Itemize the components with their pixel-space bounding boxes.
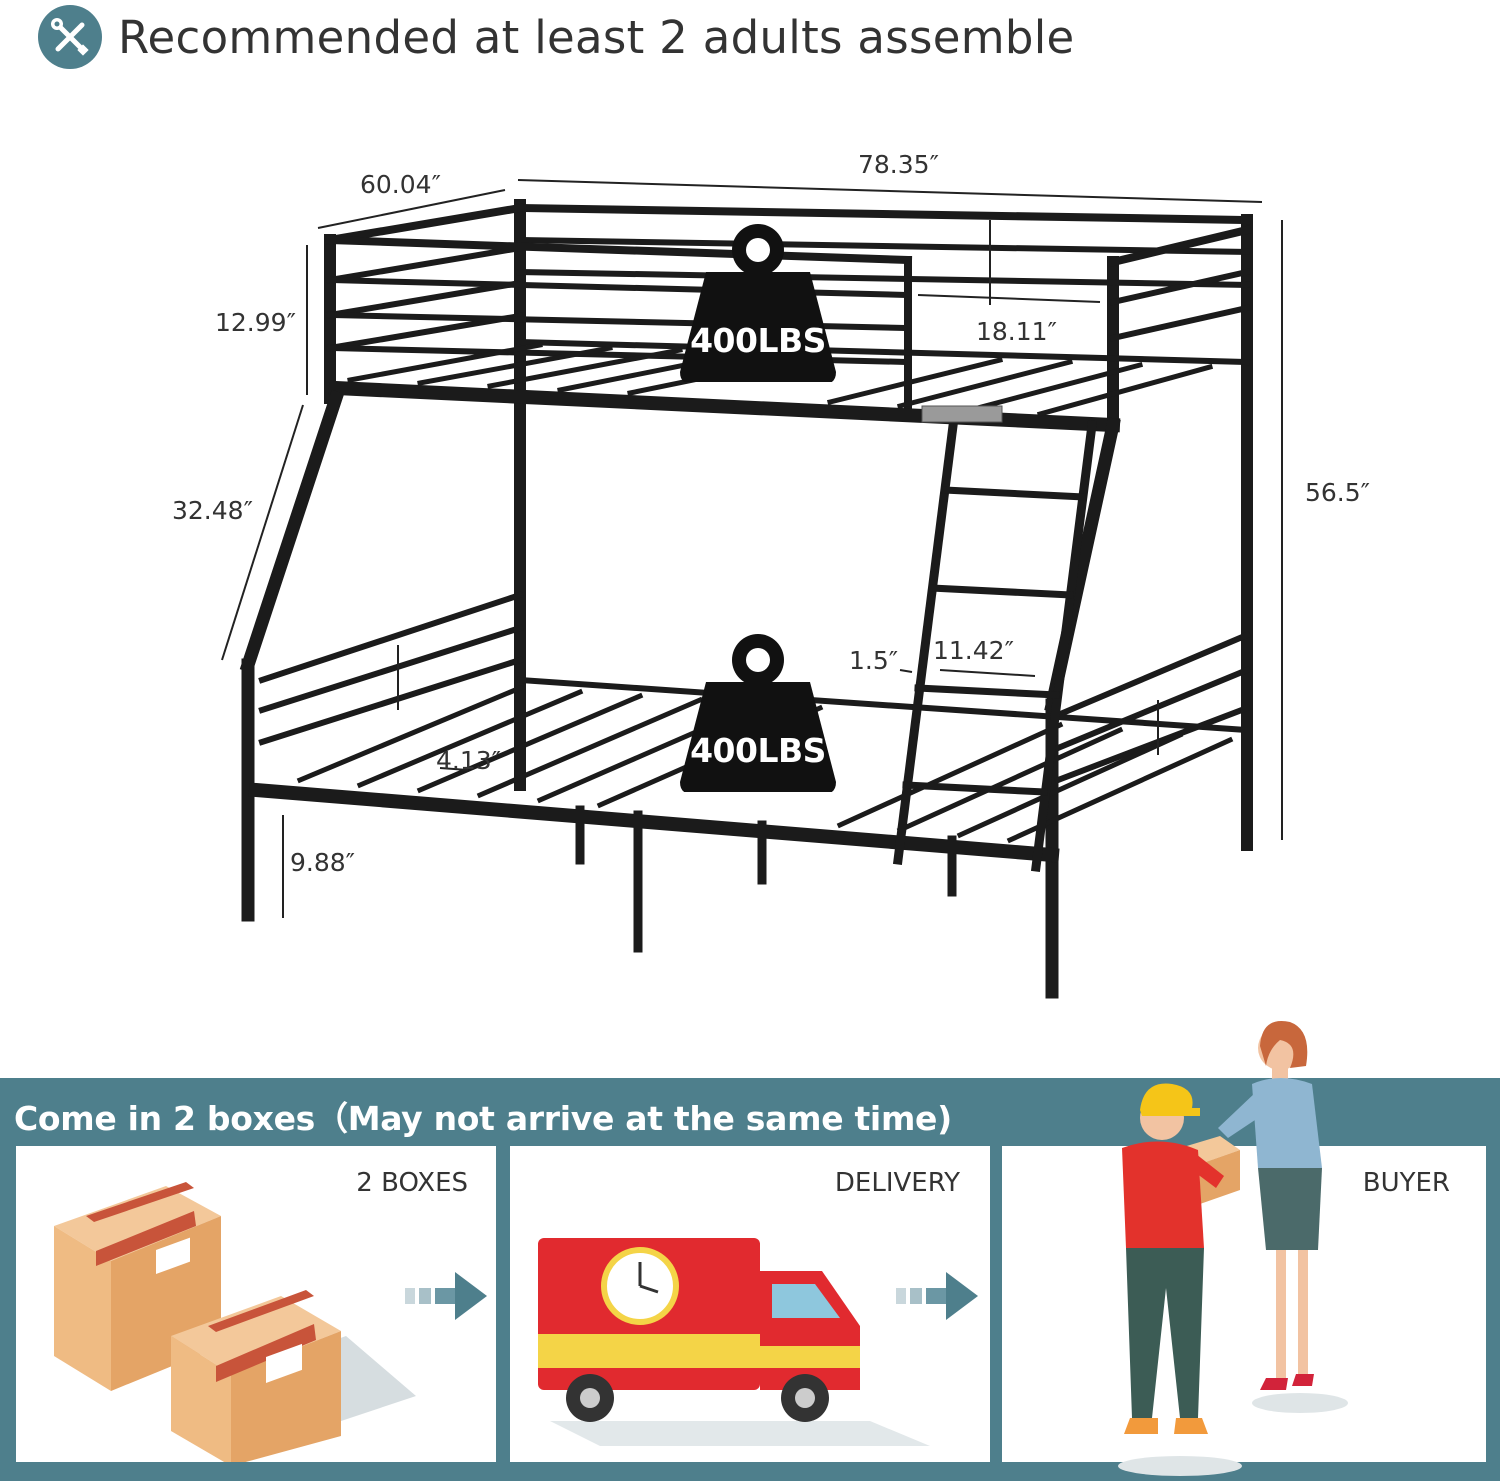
total-height-dimension: 56.5″ (1305, 478, 1371, 507)
delivery-truck-icon (538, 1238, 930, 1446)
guardrail-height-dimension: 12.99″ (215, 308, 296, 337)
step-buyer-label: BUYER (1362, 1168, 1450, 1198)
guardrail-gap-dimension: 18.11″ (976, 317, 1057, 346)
bunk-bed-diagram: 60.04″ 78.35″ 12.99″ 32.48″ 56.5″ 18.11″… (0, 80, 1500, 1010)
top-bunk-capacity: 400LBS (690, 321, 826, 360)
ladder-rail-dimension: 32.48″ (172, 496, 253, 525)
wrench-screwdriver-icon (38, 5, 102, 69)
header: Recommended at least 2 adults assemble (38, 4, 1075, 70)
boxes-icon (54, 1182, 416, 1462)
ladder-step-dimension: 1.5″ (849, 646, 899, 675)
step-buyer: BUYER (1002, 1146, 1486, 1462)
step-boxes: 2 BOXES (16, 1146, 496, 1462)
step-delivery-label: DELIVERY (834, 1168, 960, 1198)
assembly-recommendation: Recommended at least 2 adults assemble (118, 10, 1075, 64)
step-boxes-label: 2 BOXES (356, 1168, 468, 1198)
bunk-bed-frame-drawing (221, 179, 1283, 999)
clearance-dimension: 9.88″ (290, 848, 356, 877)
bottom-bunk-capacity: 400LBS (690, 731, 826, 770)
depth-dimension: 60.04″ (360, 170, 441, 199)
buyer-receiving-package-icon (1118, 1021, 1348, 1476)
arrow-right-icon (405, 1272, 487, 1320)
length-dimension: 78.35″ (858, 150, 939, 179)
ladder-width-dimension: 11.42″ (933, 636, 1014, 665)
bottom-bunk-weight-icon: 400LBS (678, 632, 838, 794)
shipping-title: Come in 2 boxes（May not arrive at the sa… (14, 1099, 952, 1138)
slat-gap-dimension: 4.13″ (436, 746, 502, 775)
shipping-panel: Come in 2 boxes（May not arrive at the sa… (0, 1021, 1500, 1481)
top-bunk-weight-icon: 400LBS (678, 222, 838, 384)
arrow-right-icon (896, 1272, 978, 1320)
